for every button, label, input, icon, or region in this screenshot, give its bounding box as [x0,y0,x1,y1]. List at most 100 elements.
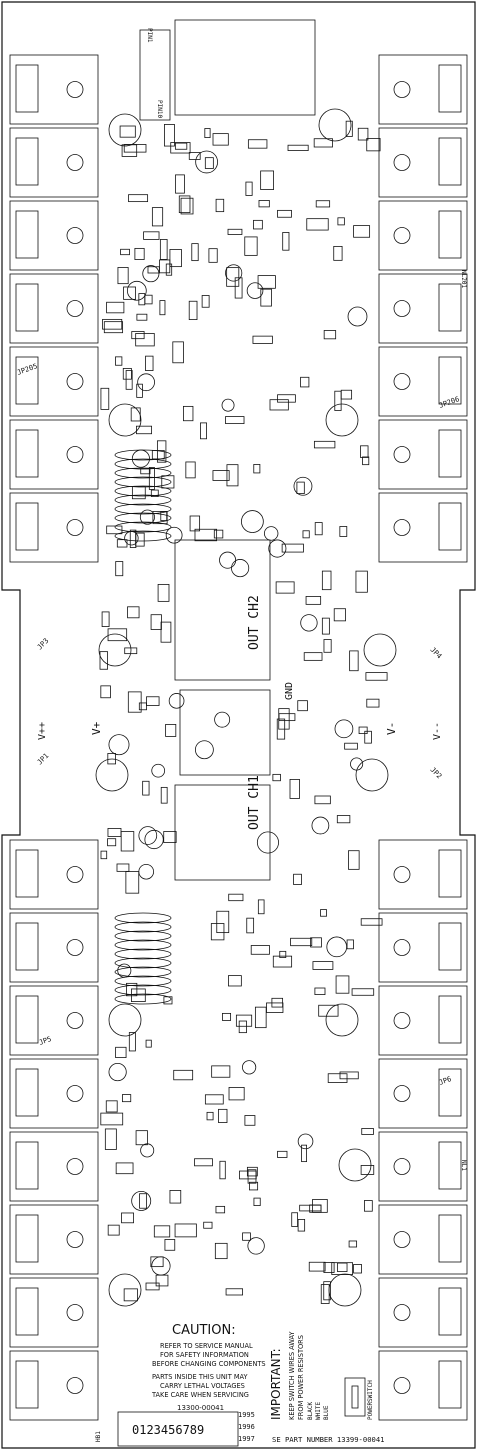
transistor-screw [393,373,411,390]
smd-part [121,1094,132,1103]
capacitor [311,816,330,835]
inductor-coil-upper [114,449,172,542]
smd-part [228,975,242,987]
inductor-coil-lower [114,912,172,1005]
smd-part [242,1232,251,1241]
transistor-screw [393,300,411,317]
transistor-outline [9,1277,99,1348]
capacitor [268,539,287,558]
smd-part [131,988,146,1002]
transistor-body [438,1141,462,1190]
switch-wire-blue: BLUE [323,1405,330,1420]
transistor-body [15,1141,39,1190]
revision-year-1997: 1997 [238,1435,255,1443]
smd-part [253,219,263,230]
smd-part [266,1002,284,1013]
smd-part [164,124,175,147]
smd-part [188,152,201,160]
transistor-outline [9,985,99,1056]
out-ch1-label: OUT CH1 [247,775,262,830]
smd-part [138,702,147,711]
capacitor [138,863,154,880]
transistor-body [15,210,39,259]
capacitor [165,526,183,544]
right-transistor-column-top [378,54,468,563]
smd-part [228,1087,245,1101]
coil-turn [114,467,172,479]
transistor-screw [393,154,411,171]
transistor-screw [66,1231,84,1248]
smd-part [142,780,150,796]
power-switch-label: POWERSWITCH [367,1380,374,1420]
capacitor [168,693,185,709]
transistor-screw [393,1012,411,1029]
capacitor [347,306,368,327]
revision-digits: 0123456789 [132,1423,204,1437]
smd-part [327,1073,348,1083]
mount-hole [98,633,132,667]
connector-label-nl201: NL201 [460,270,467,288]
smd-part [151,207,164,227]
smd-part [159,259,171,274]
transistor-body [15,502,39,551]
smd-part [134,247,145,260]
smd-part [275,581,295,594]
revision-grid: HB1 0123456789 1995 1996 1997 [95,1411,255,1447]
transistor-body [438,1360,462,1409]
top-ic-block [174,19,316,116]
smd-part [216,910,230,934]
transistor-body [438,210,462,259]
transistor-body [15,1214,39,1263]
capacitor [195,150,218,174]
capacitor [108,1062,127,1082]
smd-part [287,144,309,151]
transistor-outline [378,419,468,490]
smd-part [204,1094,224,1105]
smd-part [150,489,159,497]
transistor-body [15,356,39,405]
smd-part [336,815,351,824]
smd-part [163,996,173,1005]
smd-part [246,1166,258,1177]
smd-part [100,1112,124,1126]
smd-part [144,294,153,305]
transistor-screw [66,939,84,956]
smd-part [309,1204,322,1213]
caution-line-3: BEFORE CHANGING COMPONENTS [152,1360,266,1368]
caution-line-2: FOR SAFETY INFORMATION [160,1351,249,1359]
smd-part [277,394,296,403]
transistor-screw [393,227,411,244]
transistor-screw [66,866,84,883]
smd-part [334,390,342,411]
capacitor [137,373,155,392]
transistor-outline [378,839,468,910]
smd-part [206,1111,214,1121]
capacitor [138,826,158,845]
out-ch2-block [174,539,271,681]
smd-part [337,1262,348,1272]
smd-part [321,617,330,635]
smd-part [366,698,380,708]
smd-part [201,295,210,308]
transistor-body [438,502,462,551]
coil-turn [114,993,172,1005]
smd-part [191,243,199,262]
transistor-outline [378,1058,468,1129]
transistor-body [438,356,462,405]
transistor-screw [66,154,84,171]
smd-part [100,850,108,860]
transistor-body [438,849,462,898]
smd-part [353,225,371,238]
smd-part [323,639,332,653]
smd-part [348,850,360,870]
coil-turn [114,939,172,951]
smd-part [302,530,310,539]
smd-part [208,248,218,263]
smd-part [250,945,270,955]
transistor-outline [378,1204,468,1275]
smd-part [145,1282,160,1291]
revision-prefix: HB1 [95,1431,102,1442]
smd-part [125,871,140,894]
transistor-body [15,1068,39,1117]
